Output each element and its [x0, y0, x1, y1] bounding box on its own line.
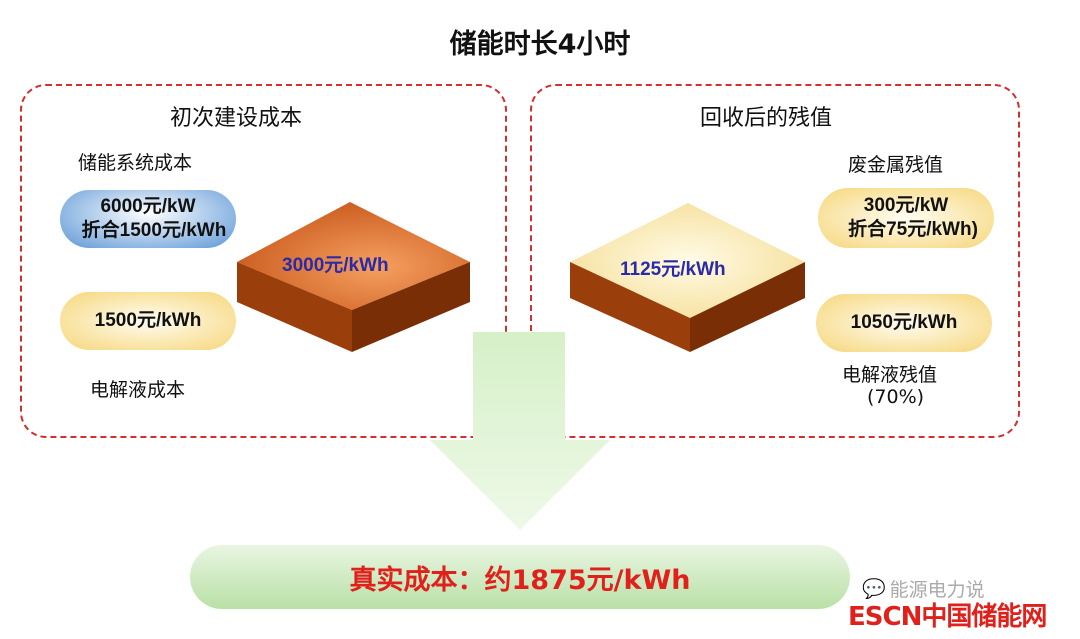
initial-cost-heading: 初次建设成本	[170, 106, 303, 131]
electrolyte-cost-value: 1500元/kWh	[94, 310, 202, 331]
system-cost-pill: 6000元/kW 折合1500元/kWh	[60, 190, 236, 248]
electrolyte-cost-label: 电解液成本	[90, 379, 186, 401]
system-cost-converted: 折合1500元/kWh	[81, 220, 227, 241]
wechat-icon: 💬	[862, 578, 886, 600]
electrolyte-residual-pill: 1050元/kWh	[816, 294, 992, 352]
result-banner: 真实成本：约1875元/kWh	[190, 545, 850, 609]
system-cost-label: 储能系统成本	[78, 152, 193, 174]
initial-total-value: 3000元/kWh	[282, 255, 389, 276]
residual-total-value: 1125元/kWh	[620, 259, 726, 280]
metal-residual-pill: 300元/kW 折合75元/kWh)	[818, 188, 994, 248]
escn-logo: ESCN中国储能网	[848, 602, 1047, 632]
system-cost-value: 6000元/kW	[100, 196, 196, 217]
initial-cost-cube	[237, 202, 470, 352]
initial-cost-panel	[20, 84, 507, 438]
page-title: 储能时长4小时	[449, 29, 631, 60]
real-cost-text: 真实成本：约1875元/kWh	[349, 564, 691, 596]
wechat-watermark: 💬 能源电力说	[862, 575, 985, 602]
residual-value-panel	[530, 84, 1020, 438]
residual-heading: 回收后的残值	[700, 106, 833, 131]
wechat-account: 能源电力说	[889, 579, 985, 601]
residual-value-cube	[570, 203, 805, 352]
electrolyte-residual-value: 1050元/kWh	[850, 312, 958, 333]
down-arrow	[430, 332, 610, 530]
electrolyte-residual-label: 电解液残值	[842, 364, 938, 386]
metal-residual-value: 300元/kW	[863, 195, 949, 216]
electrolyte-residual-percent: (70%)	[867, 386, 925, 408]
metal-residual-converted: 折合75元/kWh)	[848, 219, 978, 240]
metal-residual-label: 废金属残值	[848, 154, 944, 176]
electrolyte-cost-pill: 1500元/kWh	[60, 292, 236, 350]
